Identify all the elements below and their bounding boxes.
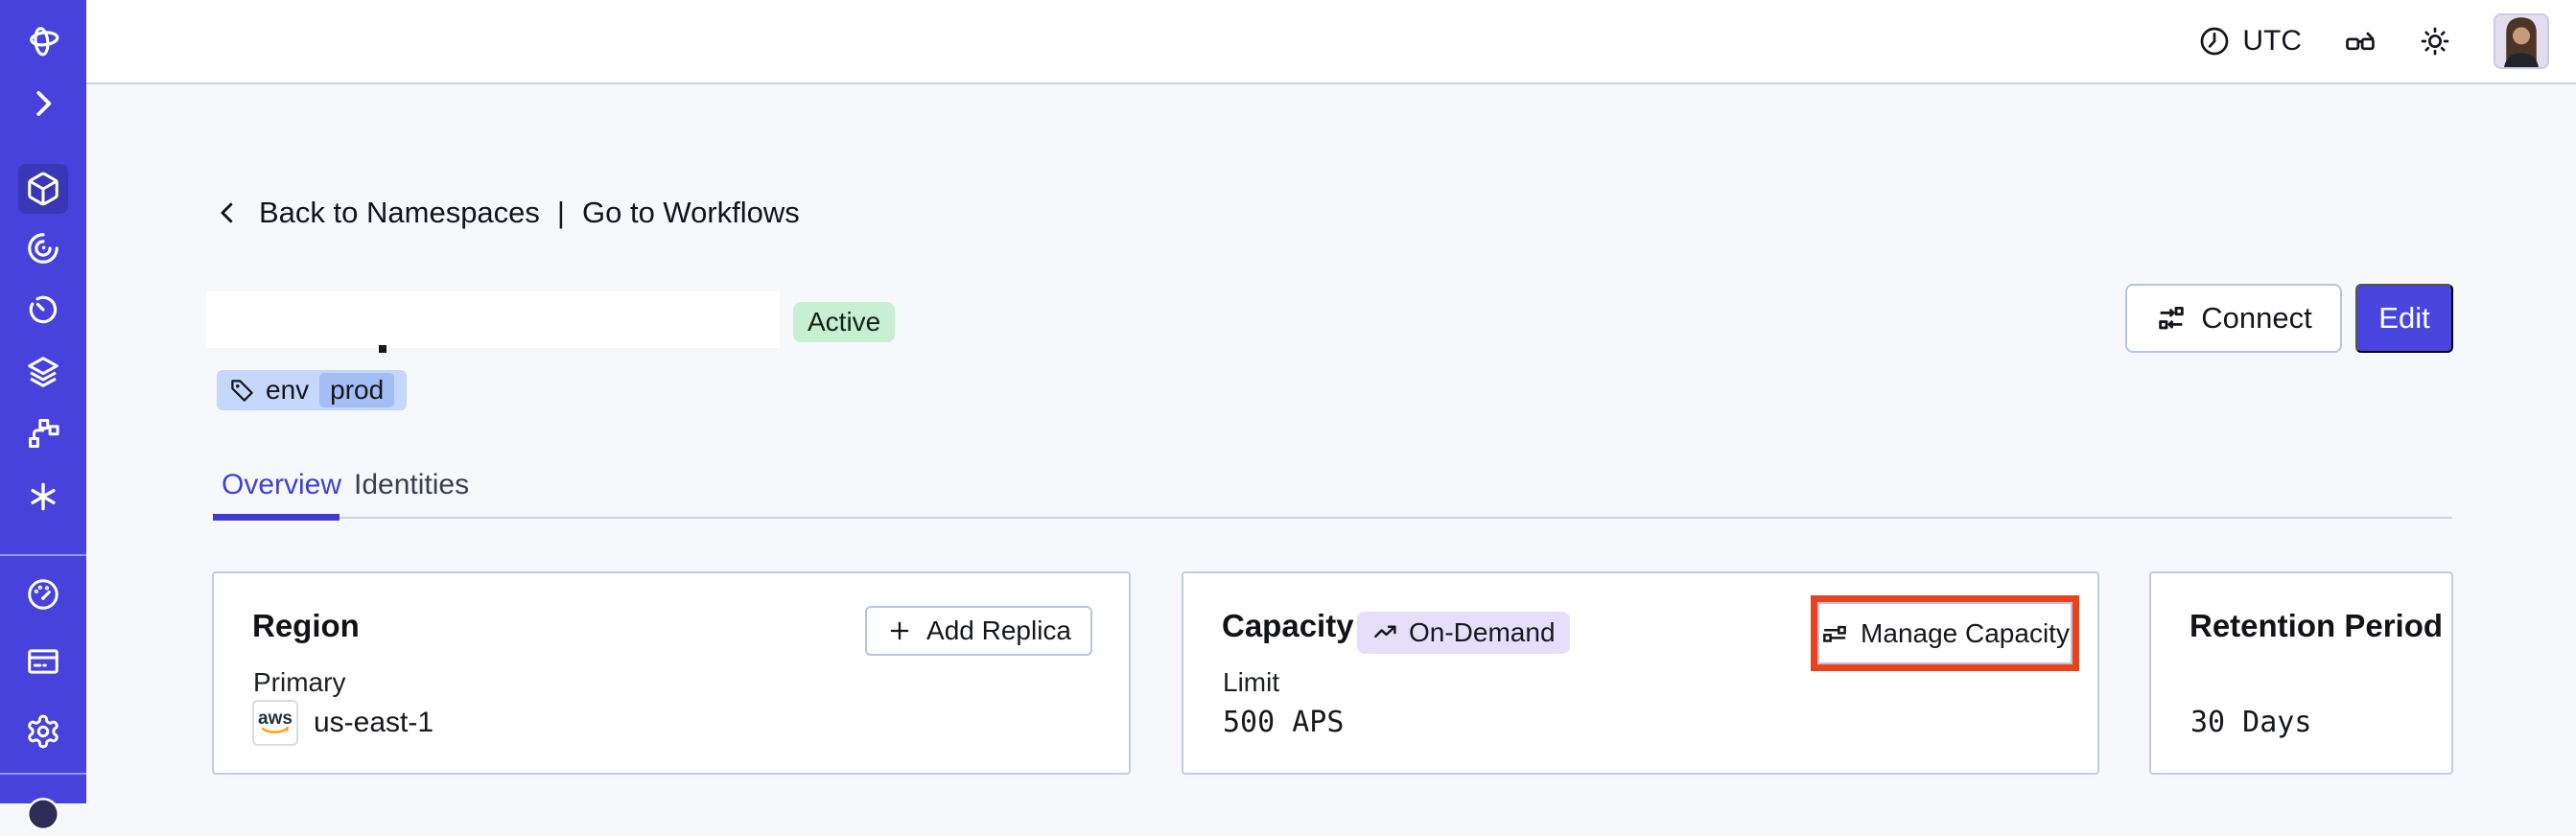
sliders-icon xyxy=(1823,625,1846,642)
clock-icon xyxy=(2200,27,2229,56)
retention-card-title: Retention Period xyxy=(2190,608,2444,643)
namespace-name-redacted xyxy=(206,291,780,348)
spiral-icon[interactable] xyxy=(18,223,68,273)
namespace-name-descender xyxy=(379,345,386,353)
plus-icon xyxy=(890,621,909,640)
go-to-workflows-link[interactable]: Go to Workflows xyxy=(581,196,800,229)
tab-overview[interactable]: Overview xyxy=(222,469,342,500)
tag-key: env xyxy=(266,375,310,405)
asterisk-icon[interactable] xyxy=(18,472,68,522)
user-avatar[interactable] xyxy=(2494,13,2549,69)
manage-capacity-highlight: Manage Capacity xyxy=(1811,595,2079,671)
primary-label: Primary xyxy=(253,667,346,697)
retention-value: 30 Days xyxy=(2190,706,2312,739)
gauge-icon[interactable] xyxy=(18,569,68,619)
billing-card-icon[interactable] xyxy=(18,637,68,686)
region-card-title: Region xyxy=(252,608,360,643)
on-demand-badge: On-Demand xyxy=(1357,612,1570,654)
timezone-label: UTC xyxy=(2242,25,2302,57)
back-to-namespaces-link[interactable]: Back to Namespaces xyxy=(259,196,540,229)
connect-button[interactable]: Connect xyxy=(2125,284,2342,353)
sidebar-divider xyxy=(0,773,86,775)
limit-label: Limit xyxy=(1223,667,1280,697)
tab-identities[interactable]: Identities xyxy=(354,469,470,500)
timezone-selector[interactable]: UTC xyxy=(2198,25,2302,58)
trending-up-icon xyxy=(1374,625,1396,638)
gear-icon[interactable] xyxy=(18,707,68,756)
add-replica-button[interactable]: Add Replica xyxy=(865,606,1092,656)
tabs-divider xyxy=(215,517,2452,519)
connect-flow-icon xyxy=(2159,306,2185,330)
codec-glasses-icon[interactable] xyxy=(2344,25,2377,58)
region-card: Region Add Replica Primary aws us-east-1 xyxy=(212,571,1131,775)
tag-value: prod xyxy=(319,373,395,407)
topbar: UTC xyxy=(86,0,2576,84)
sidebar xyxy=(0,0,86,829)
tag-icon xyxy=(231,379,253,402)
breadcrumb: Back to Namespaces | Go to Workflows xyxy=(213,196,800,230)
status-badge: Active xyxy=(793,302,896,342)
capacity-card-title: Capacity xyxy=(1222,608,1354,643)
capacity-card: Capacity On-Demand Manage Capacity Limit… xyxy=(1182,571,2099,775)
region-value-row: aws us-east-1 xyxy=(252,700,433,746)
timer-icon[interactable] xyxy=(18,285,68,335)
breadcrumb-separator: | xyxy=(556,196,565,229)
namespace-tag-chip: env prod xyxy=(217,370,408,410)
layers-icon[interactable] xyxy=(18,347,68,397)
active-tab-underline xyxy=(213,514,340,521)
theme-sun-icon[interactable] xyxy=(2419,25,2451,58)
manage-capacity-button[interactable]: Manage Capacity xyxy=(1817,602,2073,664)
aws-logo-icon: aws xyxy=(252,700,298,746)
account-circle-icon[interactable] xyxy=(18,786,68,836)
cube-icon[interactable] xyxy=(18,164,68,214)
capacity-value: 500 APS xyxy=(1223,706,1345,739)
temporal-logo-icon[interactable] xyxy=(18,15,68,65)
chevron-right-icon[interactable] xyxy=(18,79,68,128)
edit-button[interactable]: Edit xyxy=(2355,284,2453,353)
chevron-left-icon[interactable] xyxy=(213,198,242,227)
retention-card: Retention Period 30 Days xyxy=(2149,571,2453,775)
branch-icon[interactable] xyxy=(18,408,68,458)
region-value: us-east-1 xyxy=(314,707,434,738)
sidebar-divider xyxy=(0,554,86,556)
